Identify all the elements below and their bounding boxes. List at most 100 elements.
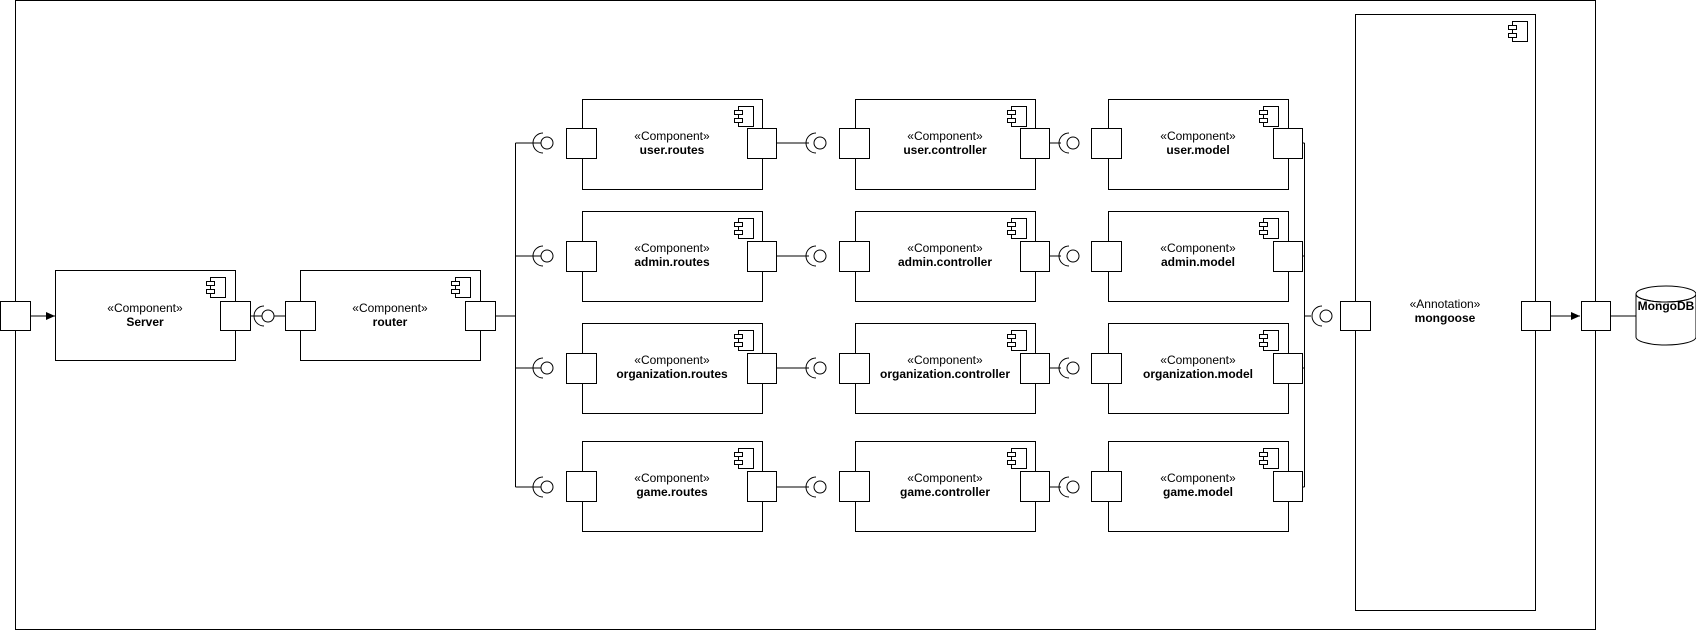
model-out-port [1273,241,1303,272]
model-out-port [1273,128,1303,159]
required-interface-icon [253,305,265,327]
routes-stereotype: «Component» [634,471,710,485]
controller-in-port [839,128,870,159]
required-interface-icon [1058,476,1070,498]
routes-in-port [566,241,597,272]
controller-out-port [1020,241,1050,272]
server-out-port [220,301,251,331]
database-icon: MongoDB [1635,285,1696,346]
database-name: MongoDB [1638,299,1695,313]
required-interface-icon [805,132,817,154]
controller-name: user.controller [903,143,987,157]
model-in-port [1091,241,1122,272]
required-interface-icon [1058,357,1070,379]
model-name: user.model [1166,143,1229,157]
provided-interface-icon [813,249,827,263]
model-stereotype: «Component» [1160,129,1236,143]
row-2: «Component» organization.routes «Compone… [515,323,1305,414]
component-icon [206,277,226,298]
routes-stereotype: «Component» [634,241,710,255]
controller-in-port [839,353,870,384]
user-routes-component: «Component» user.routes [566,99,777,190]
routes-in-port [566,353,597,384]
model-in-port [1091,128,1122,159]
component-icon [1259,448,1279,469]
router-in-port [285,301,316,331]
controller-in-port [839,241,870,272]
routes-out-port [747,471,777,502]
model-in-port [1091,353,1122,384]
admin-model-component: «Component» admin.model [1091,211,1303,302]
game-controller-component: «Component» game.controller [839,441,1050,532]
row-0: «Component» user.routes «Component» user… [515,99,1305,190]
entry-port [0,301,31,331]
provided-interface-icon [1066,480,1080,494]
controller-name: game.controller [900,485,990,499]
model-out-port [1273,353,1303,384]
server-name: Server [126,315,164,329]
required-interface-icon [532,245,544,267]
provided-interface-icon [1066,249,1080,263]
component-icon [734,218,754,239]
organization-model-component: «Component» organization.model [1091,323,1303,414]
required-interface-icon [1058,245,1070,267]
provided-interface-icon [540,249,554,263]
controller-in-port [839,471,870,502]
provided-interface-icon [540,361,554,375]
controller-stereotype: «Component» [907,471,983,485]
controller-stereotype: «Component» [907,241,983,255]
routes-out-port [747,128,777,159]
component-icon [1259,218,1279,239]
component-icon [734,106,754,127]
controller-stereotype: «Component» [907,129,983,143]
game-model-component: «Component» game.model [1091,441,1303,532]
provided-interface-icon [540,136,554,150]
mongoose-annotation: «Annotation» mongoose [1340,14,1551,611]
component-icon [734,448,754,469]
component-icon [1259,106,1279,127]
routes-stereotype: «Component» [634,353,710,367]
component-icon [1007,330,1027,351]
required-interface-icon [532,132,544,154]
provided-interface-icon [1319,309,1333,323]
model-name: game.model [1163,485,1233,499]
routes-stereotype: «Component» [634,129,710,143]
model-stereotype: «Component» [1160,471,1236,485]
controller-out-port [1020,353,1050,384]
model-name: organization.model [1143,367,1253,381]
model-in-port [1091,471,1122,502]
model-stereotype: «Component» [1160,353,1236,367]
router-name: router [373,315,408,329]
admin-controller-component: «Component» admin.controller [839,211,1050,302]
admin-routes-component: «Component» admin.routes [566,211,777,302]
routes-name: admin.routes [634,255,710,269]
required-interface-icon [532,357,544,379]
router-stereotype: «Component» [352,301,428,315]
mongoose-in-port [1340,301,1371,331]
routes-out-port [747,353,777,384]
component-icon [734,330,754,351]
router-out-port [465,301,496,331]
controller-out-port [1020,128,1050,159]
routes-in-port [566,128,597,159]
routes-name: organization.routes [616,367,728,381]
component-icon [1007,106,1027,127]
required-interface-icon [805,476,817,498]
server-component: «Component» Server [55,270,251,361]
controller-out-port [1020,471,1050,502]
server-stereotype: «Component» [107,301,183,315]
component-icon [1007,448,1027,469]
provided-interface-icon [813,480,827,494]
required-interface-icon [805,245,817,267]
row-1: «Component» admin.routes «Component» adm… [515,211,1305,302]
model-out-port [1273,471,1303,502]
routes-out-port [747,241,777,272]
game-routes-component: «Component» game.routes [566,441,777,532]
provided-interface-icon [1066,136,1080,150]
component-icon [451,277,471,298]
component-icon [1007,218,1027,239]
controller-stereotype: «Component» [907,353,983,367]
required-interface-icon [1311,305,1323,327]
mongoose-stereotype: «Annotation» [1410,297,1481,311]
